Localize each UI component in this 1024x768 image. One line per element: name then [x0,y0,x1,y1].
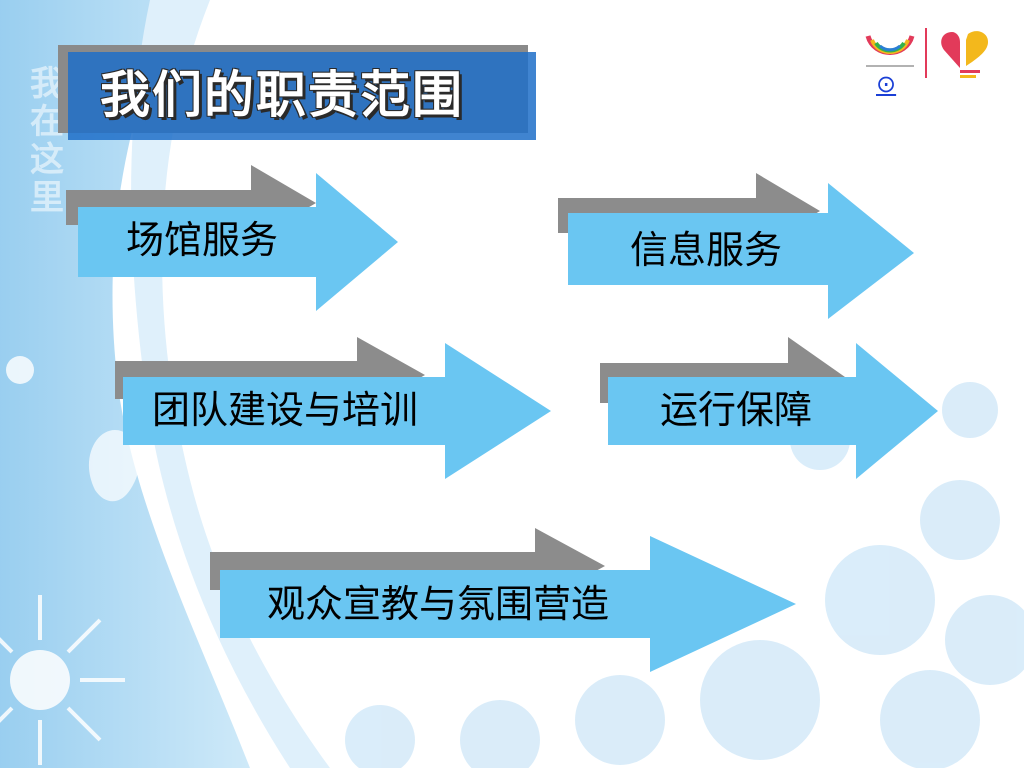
nav-circle-link[interactable]: ⊙ [876,70,897,98]
logo-divider [925,28,927,78]
arrow-shape [600,337,938,479]
side-char: 这 [30,140,64,180]
arrow-label-operations-support: 运行保障 [660,388,813,432]
side-char: 里 [30,178,64,218]
arrow-label-info-service: 信息服务 [630,228,783,272]
arrow-label-audience-education: 观众宣教与氛围营造 [267,582,610,626]
side-watermark-text: 我 在 这 里 [30,65,80,217]
arrow-shape [66,165,398,311]
arrow-label-venue-service: 场馆服务 [126,218,279,262]
arrow-label-team-building: 团队建设与培训 [152,388,419,432]
universiade-logo-icon [865,35,915,67]
slide-title: 我们的职责范围 [100,66,464,124]
arrow-shape [115,337,551,479]
arrow-shape [558,173,914,319]
arrow-shape [210,528,796,672]
title-box [68,52,536,140]
volunteer-heart-logo-icon [941,31,988,78]
